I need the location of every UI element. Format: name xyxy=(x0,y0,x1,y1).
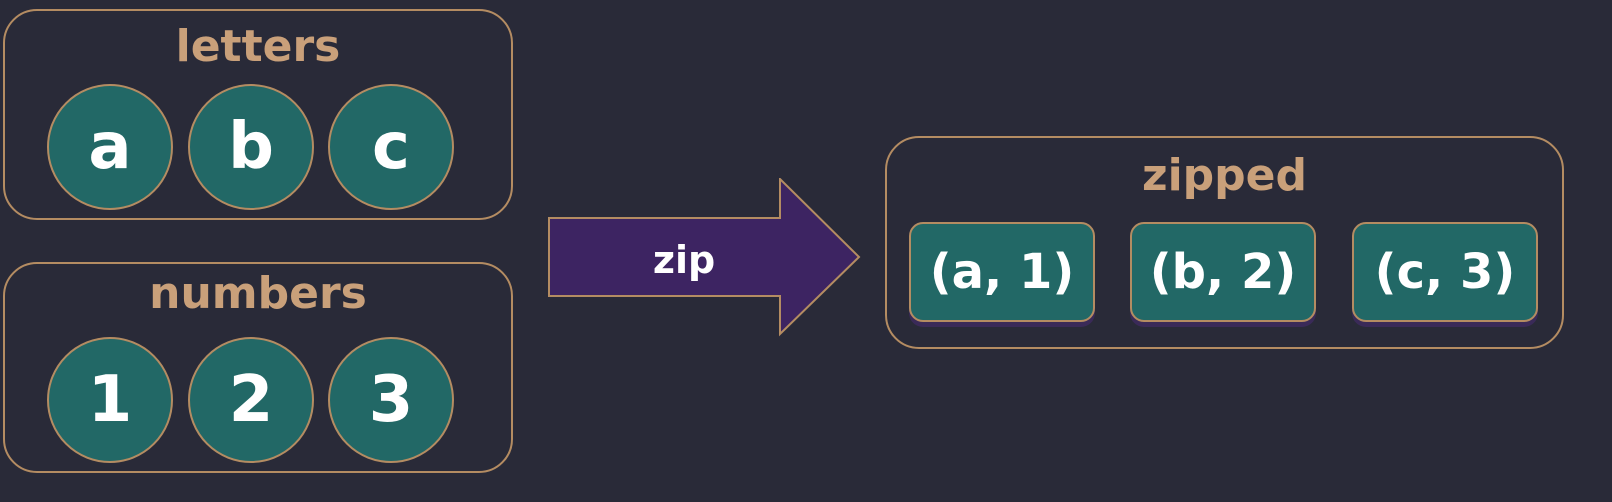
letter-node-b: b xyxy=(188,84,314,210)
number-node-2: 2 xyxy=(188,337,314,463)
letter-node-c: c xyxy=(328,84,454,210)
zip-arrow-label: zip xyxy=(652,238,716,282)
letter-node-a: a xyxy=(47,84,173,210)
number-node-3: 3 xyxy=(328,337,454,463)
zip-arrow-shape xyxy=(548,178,861,337)
zipped-pair-c3: (c, 3) xyxy=(1352,222,1538,322)
numbers-group: numbers 1 2 3 xyxy=(3,262,513,473)
letters-group: letters a b c xyxy=(3,9,513,220)
numbers-title: numbers xyxy=(149,268,367,319)
zip-arrow xyxy=(548,178,861,337)
zipped-pair-a1: (a, 1) xyxy=(909,222,1095,322)
zipped-title: zipped xyxy=(1141,150,1308,201)
number-node-1: 1 xyxy=(47,337,173,463)
letters-title: letters xyxy=(175,21,341,72)
zipped-group: zipped (a, 1) (b, 2) (c, 3) xyxy=(885,136,1564,349)
zipped-pair-b2: (b, 2) xyxy=(1130,222,1316,322)
